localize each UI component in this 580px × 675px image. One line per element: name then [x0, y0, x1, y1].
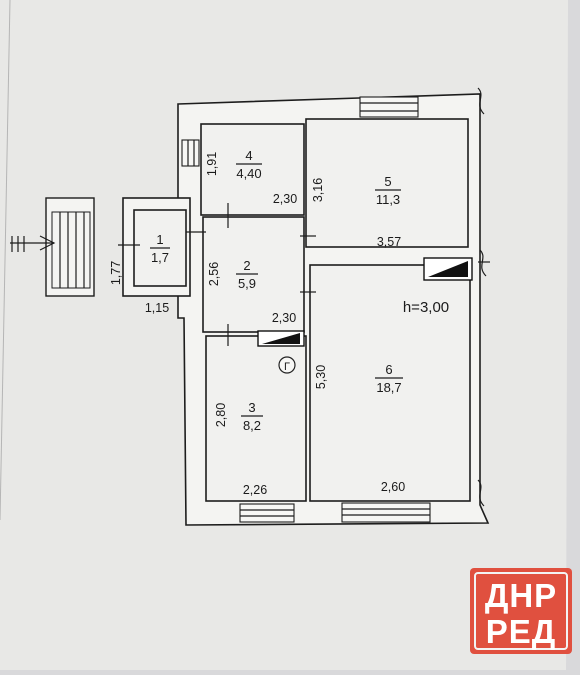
dim-room3-height: 2,80	[214, 403, 228, 427]
gas-symbol-icon	[278, 356, 296, 374]
watermark-logo: ДНР РЕД	[470, 568, 572, 654]
room-label-3: 3 8,2	[241, 400, 263, 433]
window-left-room4	[181, 139, 200, 167]
chimney-2	[257, 330, 305, 347]
room-label-5: 5 11,3	[375, 174, 401, 207]
dim-room2-height: 2,56	[207, 262, 221, 286]
dim-room6-width: 2,60	[381, 480, 405, 494]
svg-text:5,9: 5,9	[238, 276, 256, 291]
svg-text:5: 5	[384, 174, 391, 189]
dim-room2-width: 2,30	[272, 311, 296, 325]
door-marks	[118, 203, 316, 346]
wall-break-top	[477, 87, 485, 115]
paper-fold-line	[0, 0, 11, 521]
window-bottom-room6	[341, 502, 431, 523]
dim-room5-width: 3,57	[377, 235, 401, 249]
dim-room4-width: 2,30	[273, 192, 297, 206]
room-label-2: 2 5,9	[236, 258, 258, 291]
svg-text:3: 3	[248, 400, 255, 415]
room-6	[309, 264, 471, 502]
room-label-4: 4 4,40	[236, 148, 262, 181]
svg-text:ДНР: ДНР	[485, 577, 557, 614]
dim-room4-height: 1,91	[205, 152, 219, 176]
chimney-1	[423, 257, 473, 281]
svg-text:РЕД: РЕД	[486, 613, 557, 650]
dim-room3-width: 2,26	[243, 483, 267, 497]
room-4	[200, 123, 305, 216]
room-label-6: 6 18,7	[375, 362, 403, 395]
window-top	[359, 96, 419, 118]
svg-text:4,40: 4,40	[236, 166, 261, 181]
dim-room1-width: 1,15	[145, 301, 169, 315]
gas-symbol-label: Г	[284, 361, 290, 373]
entrance-stairs	[10, 197, 95, 297]
svg-text:6: 6	[385, 362, 392, 377]
svg-text:8,2: 8,2	[243, 418, 261, 433]
svg-text:1,7: 1,7	[151, 250, 169, 265]
svg-text:18,7: 18,7	[376, 380, 401, 395]
dim-room5-height: 3,16	[311, 178, 325, 202]
dim-room1-height: 1,77	[109, 261, 123, 285]
svg-text:4: 4	[245, 148, 252, 163]
wall-break-bottom	[477, 479, 485, 507]
window-bottom-room3	[239, 503, 295, 523]
svg-text:1: 1	[156, 232, 163, 247]
dim-room6-height: 5,30	[314, 365, 328, 389]
room-5	[305, 118, 469, 248]
svg-text:11,3: 11,3	[376, 192, 400, 207]
ceiling-height-label: h=3,00	[403, 299, 449, 316]
room-label-1: 1 1,7	[150, 232, 170, 265]
svg-text:2: 2	[243, 258, 250, 273]
